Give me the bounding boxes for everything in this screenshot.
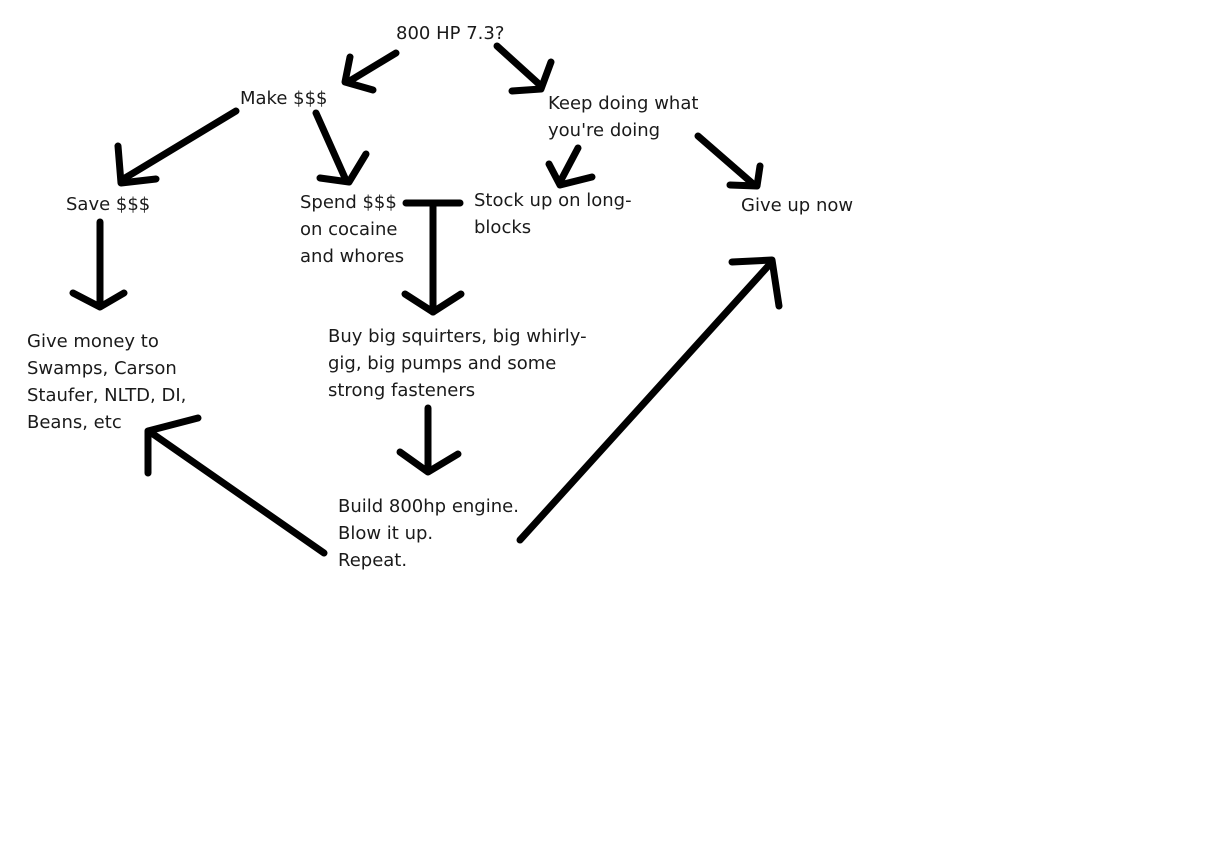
arrow-make-to-save — [114, 107, 240, 187]
arrow-root-to-make — [341, 49, 400, 94]
node-build-engine: Build 800hp engine. Blow it up. Repeat. — [338, 496, 519, 571]
arrow-spend-to-buy — [401, 199, 465, 316]
arrow-buy-to-build — [396, 404, 462, 476]
arrow-build-to-giveup — [516, 256, 783, 544]
node-give-up: Give up now — [741, 195, 854, 216]
node-save-money: Save $$$ — [66, 194, 151, 215]
arrow-root-to-keep — [493, 42, 555, 95]
node-make-money: Make $$$ — [240, 88, 328, 109]
node-keep-doing: Keep doing what you're doing — [548, 93, 699, 141]
node-spend-money: Spend $$$ on cocaine and whores — [300, 192, 405, 267]
node-root-question: 800 HP 7.3? — [396, 23, 505, 44]
arrow-keep-to-giveup — [694, 132, 764, 190]
node-buy-parts: Buy big squirters, big whirly- gig, big … — [328, 326, 587, 401]
node-give-money: Give money to Swamps, Carson Staufer, NL… — [27, 331, 187, 433]
arrow-make-to-spend — [312, 109, 370, 186]
node-stock-up: Stock up on long- blocks — [474, 190, 632, 238]
arrow-keep-to-stock — [545, 144, 596, 189]
arrow-build-to-givemoney — [144, 414, 328, 557]
arrow-save-to-givemoney — [69, 218, 128, 311]
